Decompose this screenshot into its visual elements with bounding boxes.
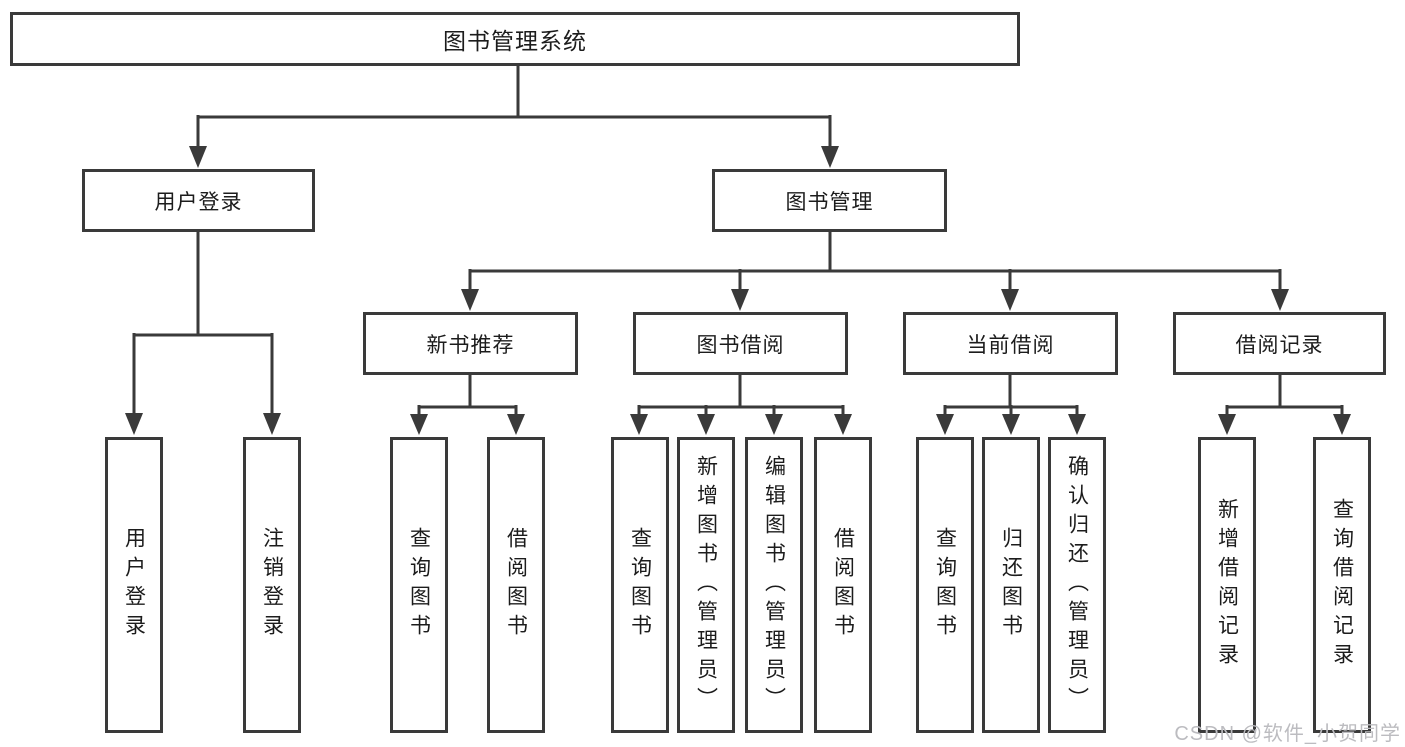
node-current-borrowing: 当前借阅 <box>903 312 1118 375</box>
node-new-book-recommend-label: 新书推荐 <box>426 333 515 357</box>
leaf-logout: 注销登录 <box>243 437 301 733</box>
node-current-borrowing-label: 当前借阅 <box>966 333 1055 357</box>
leaf-add-borrow-record-label: 新增借阅记录 <box>1215 498 1239 672</box>
node-book-borrowing-label: 图书借阅 <box>696 333 785 357</box>
leaf-borrow-books-1: 借阅图书 <box>487 437 545 733</box>
leaf-add-books-admin-label: 新增图书（管理员） <box>694 454 718 716</box>
csdn-watermark: CSDN @软件_小贺同学 <box>1174 723 1401 745</box>
leaf-query-borrow-record-label: 查询借阅记录 <box>1330 498 1354 672</box>
node-root-system: 图书管理系统 <box>10 12 1020 66</box>
leaf-edit-books-admin-label: 编辑图书（管理员） <box>762 454 786 716</box>
node-borrowing-records-label: 借阅记录 <box>1235 333 1324 357</box>
leaf-query-books-3-label: 查询图书 <box>933 527 957 643</box>
leaf-user-login-label: 用户登录 <box>122 527 146 643</box>
leaf-borrow-books-2-label: 借阅图书 <box>831 527 855 643</box>
leaf-query-books-1-label: 查询图书 <box>407 527 431 643</box>
leaf-edit-books-admin: 编辑图书（管理员） <box>745 437 803 733</box>
leaf-user-login: 用户登录 <box>105 437 163 733</box>
leaf-query-books-3: 查询图书 <box>916 437 974 733</box>
leaf-query-books-2: 查询图书 <box>611 437 669 733</box>
node-book-management-branch: 图书管理 <box>712 169 947 232</box>
leaf-return-books-label: 归还图书 <box>999 527 1023 643</box>
leaf-borrow-books-1-label: 借阅图书 <box>504 527 528 643</box>
node-root-label: 图书管理系统 <box>443 28 587 54</box>
leaf-return-books: 归还图书 <box>982 437 1040 733</box>
node-book-management-branch-label: 图书管理 <box>785 190 874 214</box>
leaf-query-borrow-record: 查询借阅记录 <box>1313 437 1371 733</box>
leaf-logout-label: 注销登录 <box>260 527 284 643</box>
leaf-confirm-return-admin-label: 确认归还（管理员） <box>1065 454 1089 716</box>
node-book-borrowing: 图书借阅 <box>633 312 848 375</box>
leaf-query-books-1: 查询图书 <box>390 437 448 733</box>
leaf-confirm-return-admin: 确认归还（管理员） <box>1048 437 1106 733</box>
leaf-borrow-books-2: 借阅图书 <box>814 437 872 733</box>
node-user-login-branch-label: 用户登录 <box>154 190 243 214</box>
node-user-login-branch: 用户登录 <box>82 169 315 232</box>
node-borrowing-records: 借阅记录 <box>1173 312 1386 375</box>
leaf-add-books-admin: 新增图书（管理员） <box>677 437 735 733</box>
node-new-book-recommend: 新书推荐 <box>363 312 578 375</box>
leaf-add-borrow-record: 新增借阅记录 <box>1198 437 1256 733</box>
arrowhead-icons <box>125 146 1351 435</box>
leaf-query-books-2-label: 查询图书 <box>628 527 652 643</box>
